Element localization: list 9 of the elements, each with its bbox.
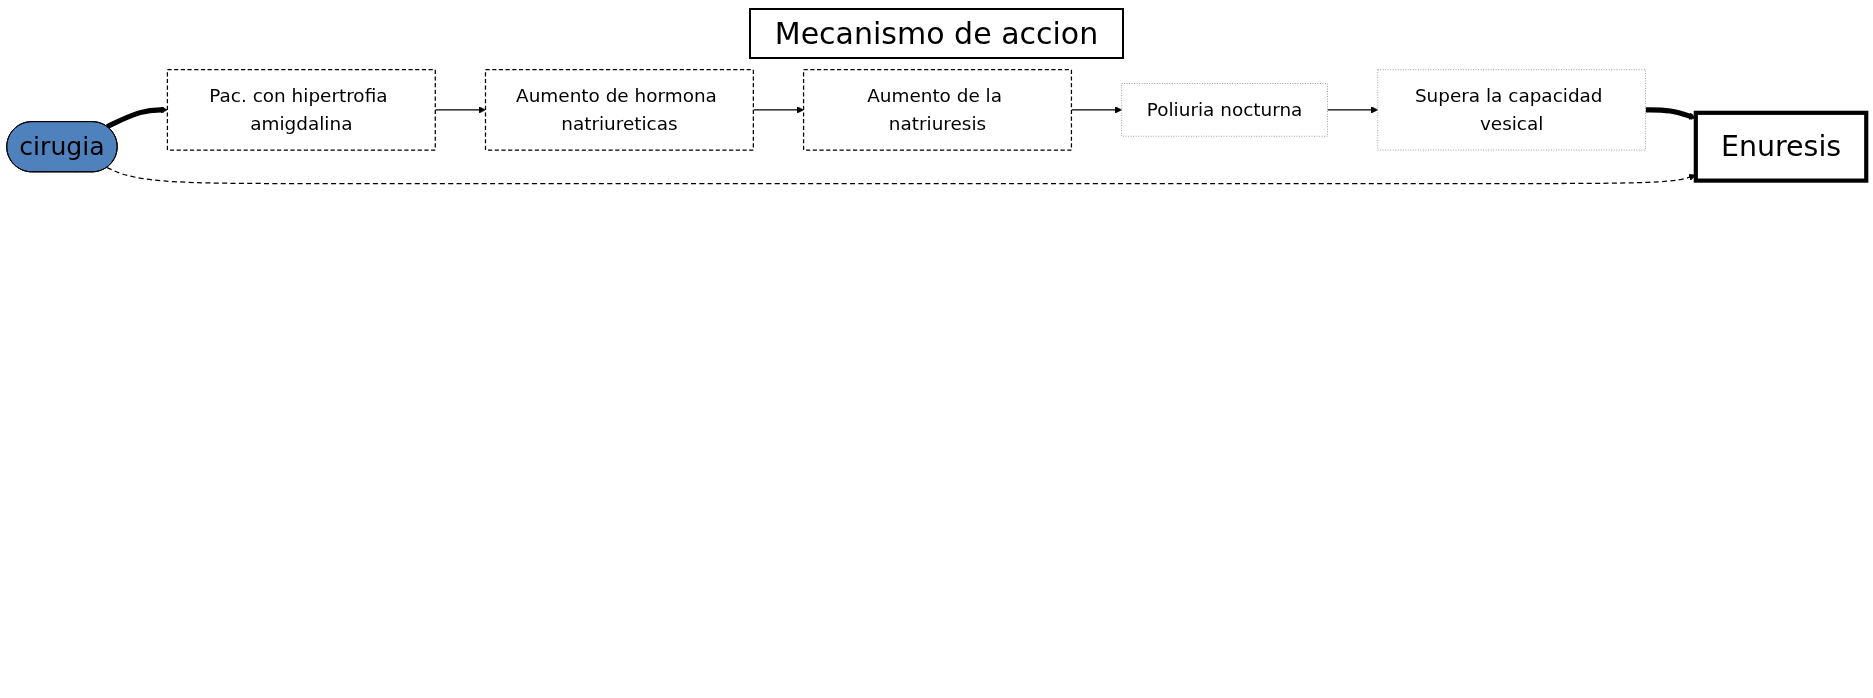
node-box: Enuresis bbox=[1693, 110, 1869, 183]
node-box: Poliuria nocturna bbox=[1121, 83, 1328, 137]
node-box: Aumento de hormona natriureticas bbox=[484, 69, 754, 151]
title: Mecanismo de accion bbox=[748, 8, 1125, 59]
node-box: Supera la capacidad vesical bbox=[1377, 69, 1646, 151]
node-box: Pac. con hipertrofia amigdalina bbox=[166, 69, 436, 151]
arrow bbox=[1326, 106, 1379, 114]
node-box: Aumento de la natriuresis bbox=[802, 69, 1073, 151]
arrow bbox=[105, 106, 168, 129]
